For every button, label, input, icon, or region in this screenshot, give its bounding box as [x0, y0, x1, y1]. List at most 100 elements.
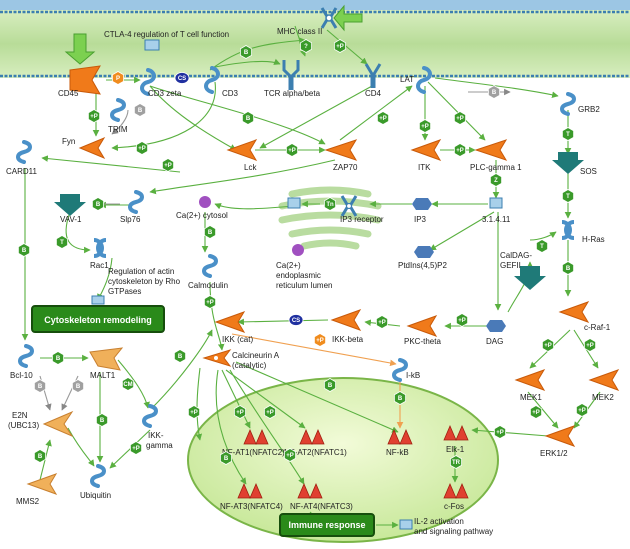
mechanism-badge-label: B: [76, 384, 81, 390]
plasma-membrane: [0, 10, 630, 78]
mechanism-badge-b-49: B: [219, 451, 233, 465]
il2-pathway-box[interactable]: [399, 519, 413, 530]
nfat1-label: NF-AT1(NFATC2): [222, 448, 285, 457]
ctla4-box[interactable]: [144, 39, 160, 51]
cfos-tf-icon[interactable]: [443, 482, 469, 500]
mechanism-badge-label: B: [22, 248, 27, 254]
hras-protein-icon[interactable]: [561, 220, 575, 240]
ec3111-box[interactable]: [489, 197, 503, 209]
mms2-protein-icon[interactable]: [26, 473, 58, 495]
mechanism-badge-b-5: B: [239, 45, 253, 59]
edge-calmodulin-calcineurin: [209, 281, 225, 351]
mechanism-badge-label: +P: [496, 430, 504, 436]
nfat1-tf-icon[interactable]: [243, 428, 269, 446]
edge-zap70-slp76: [149, 159, 336, 195]
edge-lat-grb2: [434, 77, 559, 99]
mechanism-badge-plus-27: +P: [375, 315, 389, 329]
mhc2-receptor-icon[interactable]: [320, 7, 338, 29]
ikkbeta-protein-icon[interactable]: [330, 309, 362, 331]
zap70-label: ZAP70: [333, 163, 358, 172]
ca-cytosol-compound-icon[interactable]: [199, 196, 211, 208]
plcg1-protein-icon[interactable]: [474, 139, 508, 161]
nfat4-tf-icon[interactable]: [297, 482, 323, 500]
pkctheta-label: PKC-theta: [404, 337, 441, 346]
ubiquitin-label: Ubiquitin: [80, 491, 111, 500]
nfkb-tf-icon[interactable]: [387, 428, 413, 446]
sos-protein-icon[interactable]: [552, 152, 584, 174]
slp76-protein-icon[interactable]: [128, 190, 144, 214]
mek1-protein-icon[interactable]: [514, 369, 546, 391]
craf1-protein-icon[interactable]: [558, 301, 590, 323]
mechanism-badge-label: T: [566, 194, 570, 200]
nfat3-tf-icon[interactable]: [237, 482, 263, 500]
mechanism-badge-b-35: B: [34, 449, 46, 463]
ikkcat-protein-icon[interactable]: [214, 311, 246, 333]
pip2-label: PtdIns(4,5)P2: [398, 261, 447, 270]
ca-channel-box[interactable]: [287, 197, 301, 209]
mechanism-badge-plus-43: +P: [493, 425, 507, 439]
tcr-receptor-icon[interactable]: [282, 60, 300, 90]
mechanism-badge-b-23: B: [203, 225, 217, 239]
mechanism-badge-plus-13: +P: [453, 111, 467, 125]
mechanism-badge-bg-31: B: [34, 379, 46, 393]
mek2-protein-icon[interactable]: [588, 369, 620, 391]
mechanism-badge-label: +P: [206, 300, 214, 306]
ubiquitin-protein-icon[interactable]: [90, 464, 106, 488]
il2-label-2: and signaling pathway: [414, 527, 493, 536]
vav1-protein-icon[interactable]: [54, 194, 86, 216]
ikkgamma-protein-icon[interactable]: [142, 404, 158, 428]
caldag-protein-icon[interactable]: [514, 266, 546, 290]
elk1-tf-icon[interactable]: [443, 424, 469, 442]
card11-protein-icon[interactable]: [16, 140, 32, 164]
mechanism-badge-plus-50: +P: [283, 448, 297, 462]
mechanism-badge-b-8: B: [241, 111, 255, 125]
pip2-compound-icon[interactable]: [414, 246, 434, 258]
ca-er-label-1: Ca(2+): [276, 261, 301, 270]
mechanism-badge-b-30: B: [52, 351, 64, 365]
mechanism-badge-label: +P: [586, 343, 594, 349]
nfat2-tf-icon[interactable]: [299, 428, 325, 446]
bcl10-label: Bcl-10: [10, 371, 33, 380]
mechanism-badge-plus-2: +P: [88, 109, 100, 123]
itk-protein-icon[interactable]: [410, 139, 442, 161]
erk12-protein-icon[interactable]: [544, 425, 576, 447]
cd4-receptor-icon[interactable]: [364, 63, 382, 88]
lat-protein-icon[interactable]: [416, 66, 432, 94]
mechanism-badge-plus-40: +P: [584, 338, 596, 352]
lck-protein-icon[interactable]: [226, 139, 258, 161]
ip3-receptor-icon[interactable]: [340, 195, 358, 217]
ikkgamma-label-1: IKK-: [148, 431, 164, 440]
pkctheta-protein-icon[interactable]: [406, 315, 438, 337]
immune-response-box[interactable]: [279, 513, 375, 537]
rac1-protein-icon[interactable]: [93, 238, 107, 258]
e2n-protein-icon[interactable]: [42, 410, 74, 438]
bcl10-protein-icon[interactable]: [18, 344, 34, 368]
cd45-protein-icon[interactable]: [69, 65, 101, 95]
edge-lck-card11: [41, 155, 181, 173]
actin-pathway-box[interactable]: [91, 295, 105, 305]
ikb-protein-icon[interactable]: [392, 358, 408, 382]
trim-protein-icon[interactable]: [110, 98, 126, 122]
cd3zeta-label: CD3 zeta: [148, 89, 182, 98]
mechanism-badge-label: B: [328, 383, 333, 389]
cd3-protein-icon[interactable]: [204, 66, 220, 94]
fyn-protein-icon[interactable]: [78, 136, 106, 160]
ip3-compound-icon[interactable]: [412, 198, 432, 210]
mechanism-badge-label: B: [566, 266, 571, 272]
cd3zeta-protein-icon[interactable]: [140, 68, 156, 96]
grb2-protein-icon[interactable]: [560, 92, 576, 116]
zap70-protein-icon[interactable]: [324, 139, 358, 161]
extracellular-space: [0, 0, 630, 10]
ca-cytosol-label: Ca(2+) cytosol: [176, 211, 228, 220]
mechanism-badge-plus-10: +P: [376, 111, 390, 125]
ikkbeta-label: IKK-beta: [332, 335, 364, 344]
erk12-label: ERK1/2: [540, 449, 568, 458]
dag-compound-icon[interactable]: [486, 320, 506, 332]
mechanism-badge-b-24: B: [17, 243, 31, 257]
calmodulin-protein-icon[interactable]: [202, 254, 218, 278]
calcineurin-label-2: (catalytic): [232, 361, 267, 370]
malt1-protein-icon[interactable]: [89, 347, 124, 371]
mechanism-badge-plus-48: +P: [263, 405, 277, 419]
cytoskeleton-remodeling-box[interactable]: [31, 305, 165, 333]
ca-er-compound-icon[interactable]: [292, 244, 304, 256]
